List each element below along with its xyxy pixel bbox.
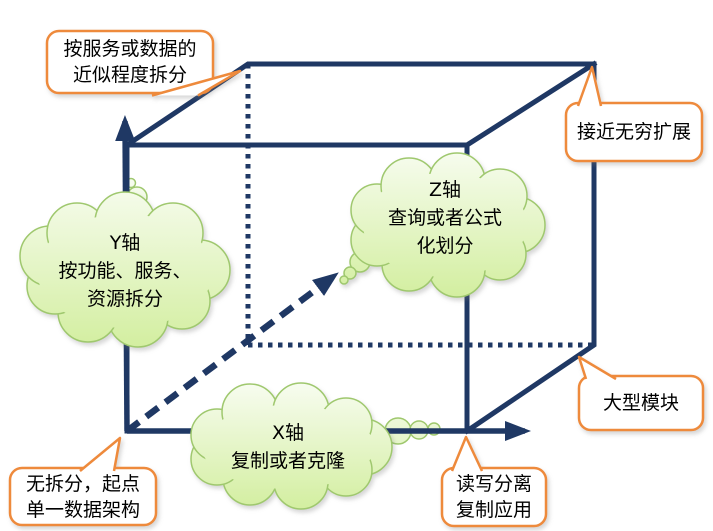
callout-right-text: 大型模块 (579, 376, 703, 430)
callout-top-left-line2: 近似程度拆分 (72, 64, 187, 86)
z-axis-desc-line2: 化划分 (416, 235, 474, 257)
z-cloud-label: Z轴 查询或者公式 化划分 (343, 176, 547, 260)
callout-right-line1: 大型模块 (602, 392, 679, 414)
callout-top-left-line1: 按服务或数据的 (63, 38, 197, 60)
y-axis-title: Y轴 (109, 232, 141, 254)
callout-bottom-middle-text: 读写分离 复制应用 (442, 468, 546, 526)
z-axis-desc-line1: 查询或者公式 (387, 207, 502, 229)
x-axis-title: X轴 (271, 422, 305, 444)
y-cloud-shape (19, 191, 231, 348)
callout-bottom-left-line1: 无拆分，起点 (25, 472, 140, 495)
y-cloud-label: Y轴 按功能、服务、 资源拆分 (15, 229, 235, 313)
callout-bottom-middle-pointer (450, 435, 484, 472)
x-cloud-shape (190, 382, 393, 510)
callout-top-right-pointer (576, 65, 603, 107)
callout-top-right-box (564, 101, 704, 163)
callout-bottom-left-line2: 单一数据架构 (25, 498, 140, 521)
callout-top-right-line1: 接近无穷扩展 (576, 121, 691, 143)
cube-hidden-edges (245, 64, 594, 348)
y-axis-desc-line2: 资源拆分 (86, 288, 163, 310)
y-axis-desc-line1: 按功能、服务、 (58, 260, 192, 282)
callout-bottom-middle-line1: 读写分离 (455, 473, 532, 495)
callout-top-left-box (45, 29, 215, 95)
callout-top-right-text: 接近无穷扩展 (566, 103, 702, 161)
x-axis-desc-line1: 复制或者克隆 (230, 450, 345, 472)
callout-bottom-middle-box (440, 466, 548, 528)
callout-bottom-left-text: 无拆分，起点 单一数据架构 (10, 468, 156, 525)
callout-right-pointer (577, 355, 617, 381)
z-axis-dashed-arrow (125, 272, 339, 434)
callout-top-left-pointer (151, 69, 242, 97)
callout-top-left-text: 按服务或数据的 近似程度拆分 (47, 31, 213, 93)
z-cloud-shape (339, 152, 546, 298)
z-axis-title: Z轴 (428, 179, 462, 201)
callout-bottom-middle-line2: 复制应用 (455, 499, 532, 521)
x-cloud-label: X轴 复制或者克隆 (186, 419, 390, 475)
callout-bottom-left-pointer (79, 436, 122, 472)
callout-right-box (577, 374, 705, 432)
